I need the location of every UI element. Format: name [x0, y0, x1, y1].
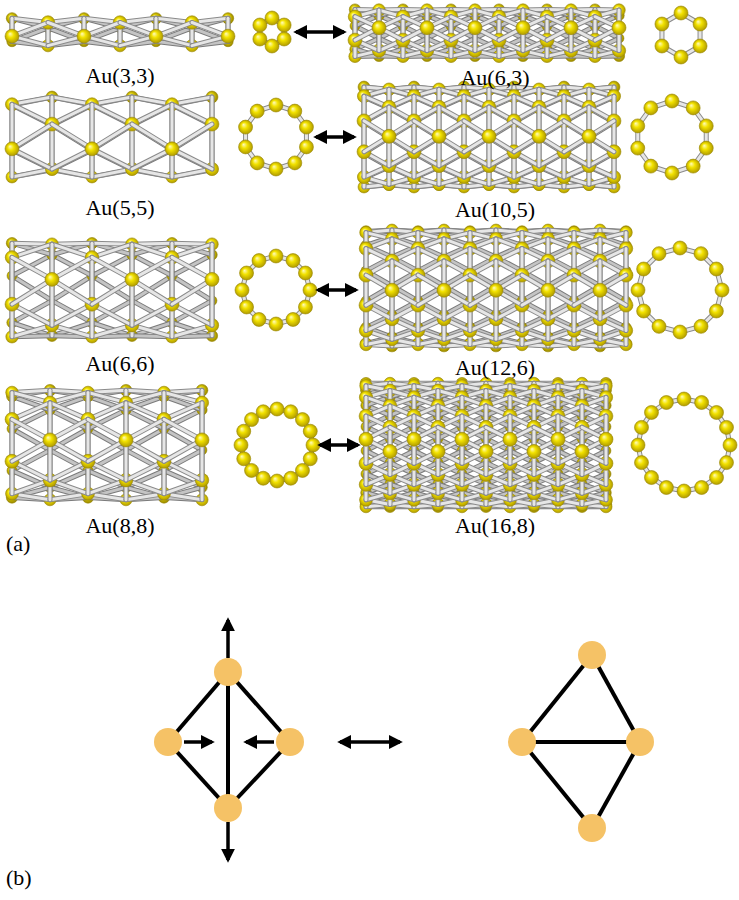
gold-atom [165, 142, 179, 156]
gold-atom [265, 39, 279, 53]
gold-atom [239, 120, 253, 134]
gold-atom [5, 142, 19, 156]
gold-atom [673, 241, 687, 255]
tube-end-view [253, 11, 291, 53]
tube-side-view [348, 4, 626, 63]
gold-atom [432, 129, 446, 143]
tube-side-view [357, 81, 621, 193]
gold-atom [489, 283, 503, 297]
gold-atom [299, 140, 313, 154]
gold-atom [125, 272, 139, 286]
gold-atom [631, 141, 645, 155]
gold-atom [420, 21, 434, 35]
gold-atom [250, 104, 264, 118]
gold-atom [582, 129, 596, 143]
gold-atom [693, 39, 707, 53]
gold-atom [631, 119, 645, 133]
gold-atom [665, 94, 679, 108]
gold-atom [655, 17, 669, 31]
gold-atom [269, 317, 283, 331]
gold-atom [468, 21, 482, 35]
gold-atom [303, 283, 317, 297]
gold-atom [674, 6, 688, 20]
gold-atom [699, 141, 713, 155]
tube-end-view [655, 6, 707, 64]
gold-atom [5, 29, 19, 43]
gold-atom [644, 159, 658, 173]
tube-end-view [631, 94, 713, 180]
gold-atom [532, 129, 546, 143]
gold-atom [674, 50, 688, 64]
gold-atom [382, 129, 396, 143]
gold-atom [252, 312, 266, 326]
gold-atom [250, 156, 264, 170]
gold-atom [673, 325, 687, 339]
gold-atom [694, 319, 708, 333]
gold-atom [593, 283, 607, 297]
tube-end-view [631, 241, 729, 339]
gold-atom [85, 142, 99, 156]
tube-end-view [239, 98, 314, 176]
gold-atom [235, 283, 249, 297]
gold-atom [288, 104, 302, 118]
gold-atom [286, 254, 300, 268]
gold-atom [665, 166, 679, 180]
gold-atom [298, 266, 312, 280]
gold-atom [239, 140, 253, 154]
gold-atom [437, 283, 451, 297]
gold-atom [277, 18, 291, 32]
gold-atom [253, 18, 267, 32]
gold-atom [277, 32, 291, 46]
gold-atom [288, 156, 302, 170]
gold-atom [655, 39, 669, 53]
gold-atom [77, 29, 91, 43]
gold-atom [385, 283, 399, 297]
gold-atom [644, 101, 658, 115]
gold-atom [298, 300, 312, 314]
gold-atom [45, 272, 59, 286]
gold-atom [693, 17, 707, 31]
gold-atom [699, 119, 713, 133]
gold-atom [564, 21, 578, 35]
gold-atom [482, 129, 496, 143]
gold-atom [541, 283, 555, 297]
gold-atom [205, 272, 219, 286]
tube-end-view [235, 249, 317, 331]
tube-side-view [5, 13, 235, 52]
gold-atom [265, 11, 279, 25]
gold-atom [269, 249, 283, 263]
gold-atom [652, 319, 666, 333]
gold-atom [372, 21, 386, 35]
gold-atom [240, 300, 254, 314]
tube-side-view [359, 224, 633, 352]
gold-atom [299, 120, 313, 134]
gold-atom [240, 266, 254, 280]
gold-atom [686, 101, 700, 115]
gold-atom [516, 21, 530, 35]
gold-atom [715, 283, 729, 297]
gold-atom [269, 98, 283, 112]
tube-side-view [5, 237, 219, 343]
gold-atom [253, 32, 267, 46]
gold-atom [252, 254, 266, 268]
gold-atom [686, 159, 700, 173]
gold-atom [149, 29, 163, 43]
gold-atom [709, 304, 723, 318]
gold-atom [694, 247, 708, 261]
gold-atom [709, 262, 723, 276]
tube-side-view [5, 91, 219, 183]
gold-atom [286, 312, 300, 326]
gold-atom [221, 29, 235, 43]
gold-atom [269, 162, 283, 176]
gold-atom [612, 21, 626, 35]
